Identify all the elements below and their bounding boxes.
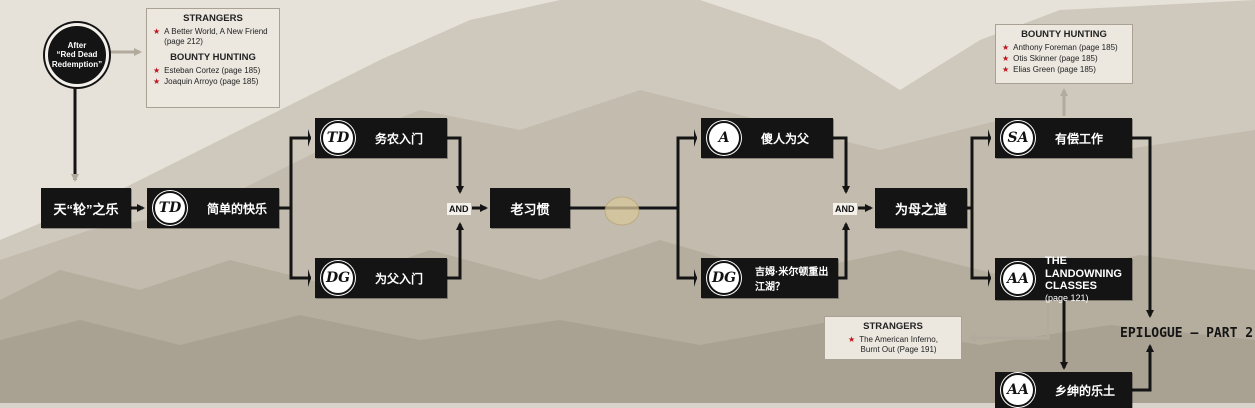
mission-badge-icon: TD — [153, 191, 187, 225]
node-label: 老习惯 — [510, 201, 550, 217]
landowning-to-note-connector — [968, 300, 1050, 342]
star-icon: ★ — [848, 335, 856, 344]
node-label-line1: THE LANDOWNING — [1045, 254, 1122, 280]
note-item-text: Esteban Cortez (page 185) — [164, 66, 261, 75]
node-label: 天“轮”之乐 — [53, 201, 119, 217]
note-item-text: A Better World, A New Friend — [164, 27, 268, 36]
mission-badge-icon: SA — [1001, 121, 1035, 155]
note-item-page: (page 212) — [164, 37, 203, 46]
note-top-right: BOUNTY HUNTING ★Anthony Foreman (page 18… — [995, 24, 1133, 84]
node-shaoren: A 傻人为父 — [701, 118, 833, 158]
shaoren-to-and-connector — [833, 136, 850, 194]
node-tianlun: 天“轮”之乐 — [41, 188, 131, 228]
node-weimu: 为母之道 — [875, 188, 967, 228]
note-strangers-heading: STRANGERS — [863, 321, 923, 332]
mission-badge-icon: A — [707, 121, 741, 155]
jimu-to-and-connector — [838, 222, 850, 280]
note-item: ★Esteban Cortez (page 185) — [153, 66, 273, 76]
node-weifu: DG 为父入门 — [315, 258, 447, 298]
map-marker-shape — [604, 196, 640, 226]
weifu-to-and-connector — [447, 222, 464, 280]
node-landowning: AA THE LANDOWNING CLASSES (page 121) — [995, 255, 1132, 303]
note-top-left: STRANGERS ★ A Better World, A New Friend… — [146, 8, 280, 108]
wunong-to-and-connector — [447, 136, 464, 194]
star-icon: ★ — [1002, 65, 1010, 74]
node-jimu: DG 吉姆·米尔顿重出江湖？ — [701, 258, 838, 298]
note-bounty-heading: BOUNTY HUNTING — [1021, 29, 1107, 40]
star-icon: ★ — [153, 27, 161, 36]
and-gate-right: AND — [833, 203, 857, 215]
mission-badge-icon: DG — [707, 261, 741, 295]
node-label: 有偿工作 — [1055, 131, 1104, 146]
epilogue-label: EPILOGUE – PART 2 — [1120, 326, 1254, 341]
mission-badge-icon: DG — [321, 261, 355, 295]
note-item-page: Burnt Out (Page 191) — [860, 345, 937, 354]
note-item: ★Joaquin Arroyo (page 185) — [153, 77, 273, 87]
note-item: ★Otis Skinner (page 185) — [1002, 54, 1126, 64]
start-node-line1: After — [67, 41, 87, 51]
note-item: ★ The American Inferno, Burnt Out (Page … — [831, 335, 955, 355]
star-icon: ★ — [1002, 54, 1010, 63]
node-label: 简单的快乐 — [207, 201, 268, 216]
node-label: THE LANDOWNING CLASSES (page 121) — [1045, 255, 1132, 303]
xiangshen-to-epilogue-connector — [1132, 344, 1154, 392]
youchang-to-epilogue-connector — [1132, 136, 1154, 318]
node-label: 为父入门 — [375, 271, 424, 286]
note-strangers-heading: STRANGERS — [183, 13, 243, 24]
and-gate-left: AND — [447, 203, 471, 215]
node-label: 乡绅的乐土 — [1055, 383, 1116, 398]
star-icon: ★ — [153, 77, 161, 86]
note-item-text: Anthony Foreman (page 185) — [1013, 43, 1118, 52]
note-item-text: Otis Skinner (page 185) — [1013, 54, 1098, 63]
note-item-text: Joaquin Arroyo (page 185) — [164, 77, 259, 86]
node-jiandan: TD 简单的快乐 — [147, 188, 279, 228]
note-item-text: The American Inferno, — [859, 335, 938, 344]
node-label: 务农入门 — [375, 131, 424, 146]
star-icon: ★ — [1002, 43, 1010, 52]
start-node-line3: Redemption” — [51, 59, 103, 69]
mission-badge-icon: TD — [321, 121, 355, 155]
star-icon: ★ — [153, 66, 161, 75]
node-label: 吉姆·米尔顿重出江湖？ — [755, 267, 829, 293]
node-label-line2: CLASSES — [1045, 280, 1097, 293]
note-item: ★Elias Green (page 185) — [1002, 65, 1126, 75]
start-node-line2: “Red Dead — [56, 50, 98, 60]
node-page-ref: (page 121) — [1045, 292, 1089, 303]
node-youchang: SA 有偿工作 — [995, 118, 1132, 158]
node-laoxiguan: 老习惯 — [490, 188, 570, 228]
mission-badge-icon: AA — [1001, 262, 1035, 296]
start-node: After “Red Dead Redemption” — [45, 23, 109, 87]
note-bottom-right: STRANGERS ★ The American Inferno, Burnt … — [824, 316, 962, 360]
note-bounty-heading: BOUNTY HUNTING — [170, 52, 256, 63]
note-item: ★Anthony Foreman (page 185) — [1002, 43, 1126, 53]
note-item: ★ A Better World, A New Friend (page 212… — [153, 27, 273, 47]
jiandan-split-connector — [279, 136, 311, 280]
node-wunong: TD 务农入门 — [315, 118, 447, 158]
weimu-split-connector — [967, 136, 991, 280]
mission-badge-icon: AA — [1001, 373, 1035, 407]
node-label: 傻人为父 — [761, 131, 810, 146]
note-item-text: Elias Green (page 185) — [1013, 65, 1096, 74]
node-label: 为母之道 — [894, 201, 947, 217]
